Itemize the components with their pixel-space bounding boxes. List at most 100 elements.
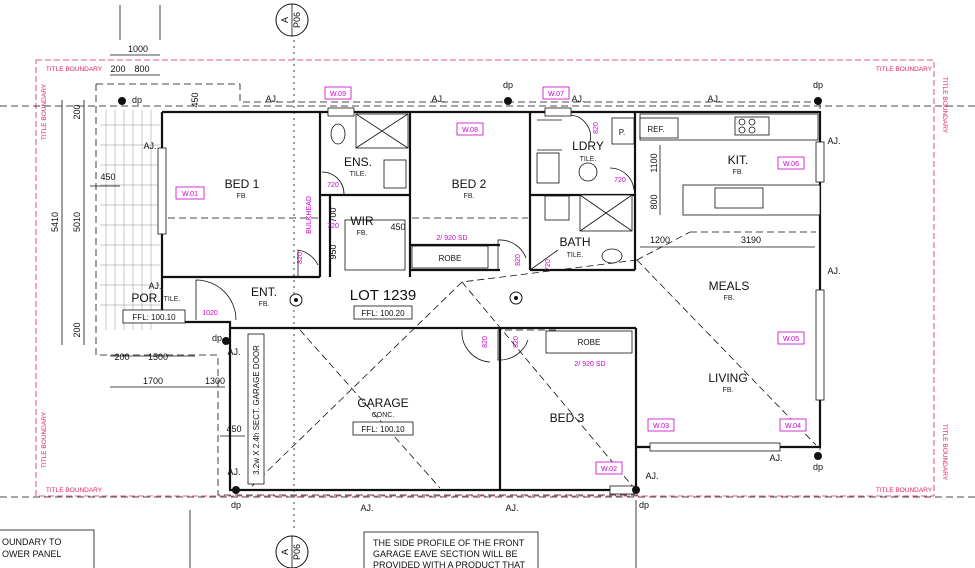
dim-left-5410: 5410 (50, 212, 60, 232)
room-por-name: POR. (131, 291, 160, 305)
smoke-detector-icon (509, 291, 523, 305)
aj-marker: AJ. (827, 136, 840, 146)
room-ens-name: ENS. (344, 155, 372, 169)
pantry (611, 117, 635, 145)
dim-kitchen-1100: 1100 (649, 153, 659, 172)
window-tag-w05: W.05 (783, 336, 799, 343)
room-kit-name: KIT. (728, 153, 749, 167)
lot-ffl: FFL: 100.20 (361, 309, 405, 318)
bed3-robe-label: ROBE (578, 338, 601, 347)
smoke-detector-icon (289, 293, 303, 307)
dimension-lines (61, 54, 815, 437)
wir-shelving (344, 219, 406, 271)
bath-toilet (601, 248, 623, 264)
note-right-line1: THE SIDE PROFILE OF THE FRONT (373, 538, 525, 548)
window-frames (157, 107, 825, 495)
room-bed2-floor: FB. (464, 193, 475, 200)
downpipe-markers (118, 97, 822, 494)
title-boundary-label-tr: TITLE BOUNDARY (876, 66, 933, 73)
window-tag-w02: W.02 (601, 466, 617, 473)
section-marker-ref: P06 (292, 544, 302, 560)
downpipe-label: dp (503, 80, 513, 90)
pantry-label: P. (619, 128, 626, 137)
note-left-line1: OUNDARY TO (2, 537, 61, 547)
room-living-floor: FB. (723, 387, 734, 394)
downpipe-label: dp (813, 80, 823, 90)
note-right-line2: GARAGE EAVE SECTION WILL BE (373, 549, 518, 559)
room-bed1-name: BED 1 (225, 177, 260, 191)
room-wir-floor: FB. (357, 230, 368, 237)
dim-porch-450: 450 (100, 172, 115, 182)
section-marker-letter: A (280, 17, 290, 23)
door-size: 720 (327, 182, 339, 189)
aj-marker: AJ. (148, 281, 161, 291)
dim-internal-450b: 450 (390, 222, 405, 232)
roof-lines (168, 217, 817, 489)
dim-left-200a: 200 (72, 104, 82, 119)
fridge-label: REF. (647, 125, 664, 134)
sink (714, 187, 764, 209)
dim-kitchen-3190: 3190 (741, 235, 761, 245)
downpipe-label: dp (132, 95, 142, 105)
downpipe-label: dp (231, 500, 241, 510)
door-size: 820 (515, 254, 522, 266)
room-living-name: LIVING (708, 371, 747, 385)
sliding-door-label: 2/ 920 SD (436, 235, 467, 242)
room-ent-name: ENT. (251, 285, 277, 299)
room-wir-name: WIR (350, 214, 374, 228)
laundry-trough (536, 152, 560, 184)
dim-internal-450a: 450 (190, 92, 200, 107)
door-size: 820 (482, 336, 489, 348)
dim-porch-200: 200 (114, 352, 129, 362)
window-tag-w09: W.09 (330, 91, 346, 98)
bed2-robe-label: ROBE (439, 254, 462, 263)
dim-porch-1700: 1700 (143, 376, 163, 386)
aj-marker: AJ. (827, 266, 840, 276)
dim-garage-450: 450 (226, 424, 241, 434)
room-garage-ffl: FFL: 100.10 (361, 425, 405, 434)
note-right-box (363, 531, 539, 568)
room-por-floor: TILE. (164, 296, 181, 303)
window-tag-w08: W.08 (462, 127, 478, 134)
door-size: 720 (614, 177, 626, 184)
sliding-door-label: 2/ 920 SD (574, 361, 605, 368)
window-tag-w03: W.03 (653, 423, 669, 430)
garage-door-label: 3.2w X 2.4h SECT. GARAGE DOOR (252, 345, 261, 475)
note-left-line2: OWER PANEL (2, 549, 61, 559)
room-bed2-name: BED 2 (452, 177, 487, 191)
title-boundary-label-rt: TITLE BOUNDARY (941, 77, 948, 134)
title-boundary-label-rb: TITLE BOUNDARY (941, 424, 948, 481)
room-garage-name: GARAGE (357, 396, 408, 410)
title-boundary-label-lt: TITLE BOUNDARY (41, 83, 48, 140)
dim-left-200b: 200 (72, 322, 82, 337)
aj-marker: AJ. (645, 471, 658, 481)
bulkhead-label: BULKHEAD (306, 196, 313, 234)
lot-name: LOT 1239 (350, 287, 416, 304)
door-size: 720 (545, 259, 552, 271)
room-ldry-floor: TILE. (580, 156, 597, 163)
window-tag-w07: W.07 (548, 91, 564, 98)
window-tag-w06: W.06 (783, 161, 799, 168)
room-bed1-floor: FB. (237, 193, 248, 200)
ensuite-vanity (383, 159, 407, 189)
dim-kitchen-800: 800 (649, 194, 659, 209)
aj-marker: AJ. (360, 503, 373, 513)
dim-internal-950: 950 (328, 244, 338, 259)
cooktop (734, 116, 770, 136)
title-boundary-label-bl: TITLE BOUNDARY (46, 487, 103, 494)
section-marker-top: A P06 (275, 3, 309, 37)
downpipe-label: dp (212, 333, 222, 343)
door-swings (195, 114, 635, 363)
aj-marker: AJ. (265, 94, 278, 104)
aj-marker: AJ. (571, 94, 584, 104)
note-right-line3: PROVIDED WITH A PRODUCT THAT (373, 560, 526, 568)
title-boundary-label-lb: TITLE BOUNDARY (41, 411, 48, 468)
door-size: 820 (297, 252, 304, 264)
dim-top-1000: 1000 (128, 44, 148, 54)
downpipe-label: dp (813, 462, 823, 472)
room-meals-name: MEALS (709, 279, 750, 293)
bath-vanity (544, 195, 570, 221)
downpipe-label: dp (639, 500, 649, 510)
door-size: 720 (327, 223, 339, 230)
aj-marker: AJ. (505, 503, 518, 513)
